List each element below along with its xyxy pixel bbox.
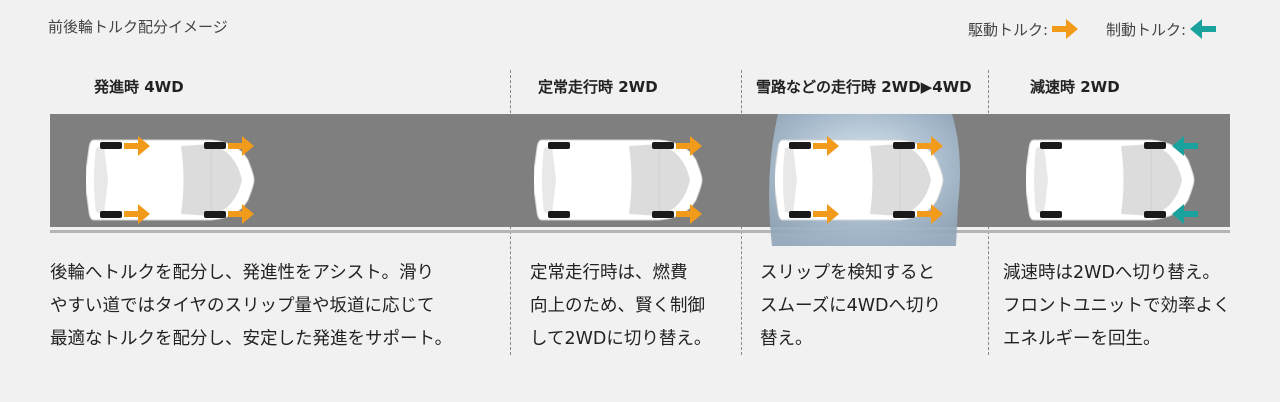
car-snow-4wd — [775, 136, 944, 224]
legend-brake-label: 制動トルク: — [1106, 20, 1187, 39]
brake-arrow-icon — [1190, 18, 1216, 40]
desc-line: 替え。 — [760, 329, 813, 349]
legend-drive-label: 駆動トルク: — [968, 20, 1049, 39]
desc-line: 定常走行時は、燃費 — [530, 263, 688, 283]
section-title-snow: 雪路などの走行時 2WD▶4WD — [756, 78, 972, 96]
section-title-decel: 減速時 2WD — [1030, 78, 1120, 96]
road-edge-line — [50, 230, 1230, 233]
desc-line: フロントユニットで効率よく — [1003, 296, 1231, 316]
desc-line: エネルギーを回生。 — [1003, 329, 1161, 349]
car-decel-2wd — [1026, 136, 1198, 224]
legend-brake: 制動トルク: — [1106, 18, 1216, 40]
section-desc-snow: スリップを検知すると スムーズに4WDへ切り 替え。 — [760, 257, 941, 356]
section-title-start: 発進時 4WD — [94, 78, 184, 96]
car-start-4wd — [86, 136, 255, 224]
desc-line: 減速時は2WDへ切り替え。 — [1003, 263, 1220, 283]
desc-line: スムーズに4WDへ切り — [760, 296, 942, 316]
section-desc-cruise: 定常走行時は、燃費 向上のため、賢く制御 して2WDに切り替え。 — [530, 257, 711, 356]
desc-line: 向上のため、賢く制御 — [530, 296, 705, 316]
section-desc-start: 後輪へトルクを配分し、発進性をアシスト。滑り やすい道ではタイヤのスリップ量や坂… — [50, 257, 452, 356]
desc-line: して2WDに切り替え。 — [530, 329, 712, 349]
section-desc-decel: 減速時は2WDへ切り替え。 フロントユニットで効率よく エネルギーを回生。 — [1003, 257, 1231, 356]
desc-line: 最適なトルクを配分し、安定した発進をサポート。 — [50, 329, 453, 349]
desc-line: 後輪へトルクを配分し、発進性をアシスト。滑り — [50, 263, 434, 283]
drive-arrow-icon — [1052, 18, 1078, 40]
desc-line: スリップを検知すると — [760, 263, 935, 283]
desc-line: やすい道ではタイヤのスリップ量や坂道に応じて — [50, 296, 435, 316]
diagram-title: 前後輪トルク配分イメージ — [48, 18, 228, 36]
car-cruise-2wd — [534, 136, 703, 224]
legend-drive: 駆動トルク: — [968, 18, 1078, 40]
section-title-cruise: 定常走行時 2WD — [538, 78, 658, 96]
